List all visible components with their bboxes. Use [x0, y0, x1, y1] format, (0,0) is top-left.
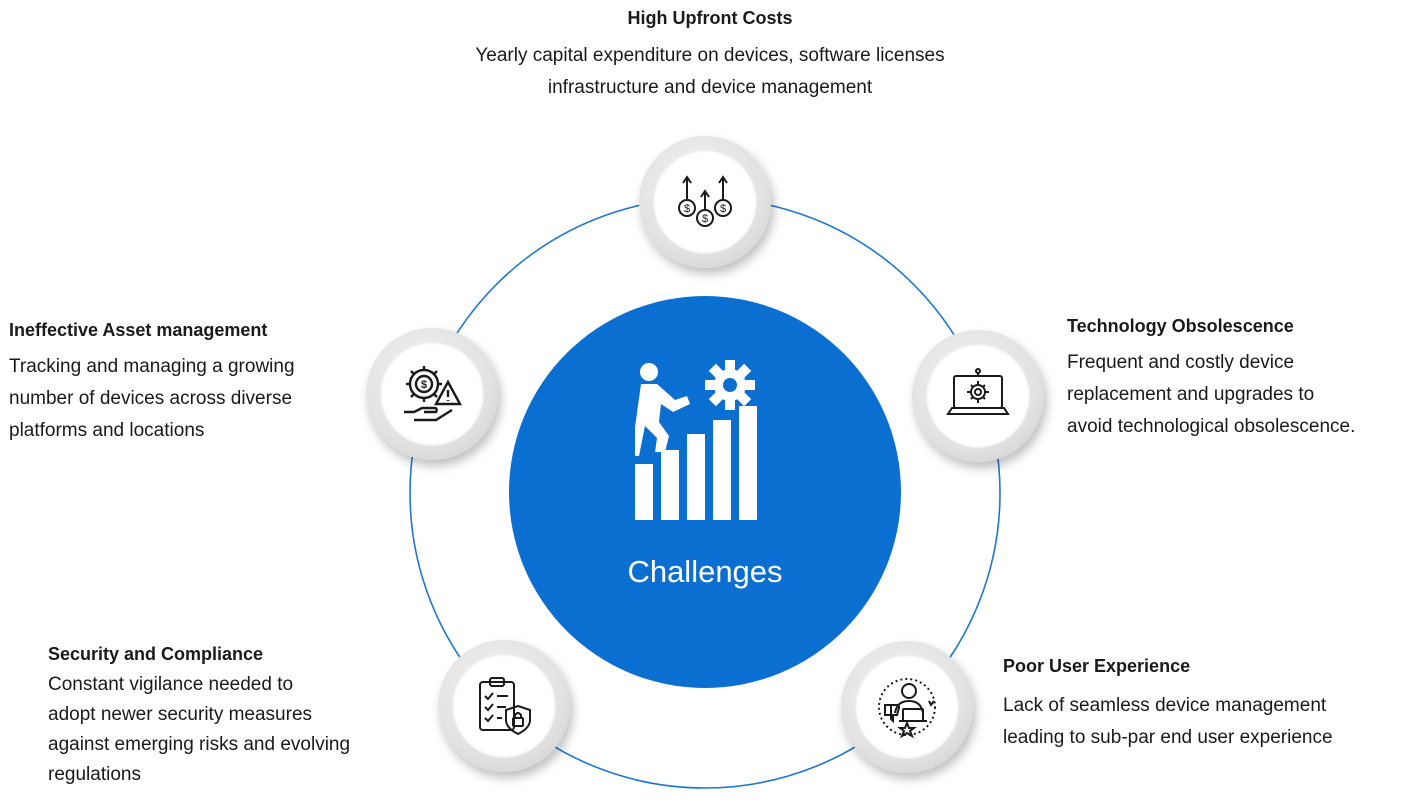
ux-desc-line: leading to sub-par end user experience	[1003, 727, 1333, 748]
obsolescence-desc-line: replacement and upgrades to	[1067, 384, 1315, 405]
costs-node: $ $ $	[639, 136, 771, 268]
security-desc-line: adopt newer security measures	[48, 704, 313, 725]
obsolescence-desc-line: Frequent and costly device	[1067, 352, 1295, 373]
obsolescence-title: Technology Obsolescence	[1067, 316, 1294, 336]
user-thumbs-down-star-icon	[878, 678, 936, 739]
climbing-steps-gear-icon	[635, 360, 757, 520]
costs-description: Yearly capital expenditure on devices, s…	[405, 40, 1015, 104]
asset-node: $	[366, 328, 498, 460]
security-desc-line: regulations	[48, 764, 141, 785]
asset-title: Ineffective Asset management	[9, 320, 268, 340]
ux-title: Poor User Experience	[1003, 656, 1191, 676]
obsolescence-description: Frequent and costly device replacement a…	[1067, 347, 1417, 443]
costs-title: High Upfront Costs	[627, 8, 793, 28]
checklist-shield-lock-icon	[479, 677, 531, 736]
svg-text:$: $	[720, 203, 726, 215]
security-desc-line: against emerging risks and evolving	[48, 734, 351, 755]
laptop-gear-icon	[946, 368, 1010, 415]
gear-dollar-warning-hand-icon: $	[404, 366, 463, 422]
security-block: Security and Compliance Constant vigilan…	[48, 642, 428, 790]
svg-text:$: $	[684, 203, 690, 215]
obsolescence-block: Technology Obsolescence Frequent and cos…	[1067, 314, 1417, 443]
security-node	[438, 640, 570, 772]
obsolescence-node	[912, 330, 1044, 462]
rising-dollar-coins-icon: $ $ $	[678, 175, 732, 227]
obsolescence-desc-line: avoid technological obsolescence.	[1067, 416, 1356, 437]
center-challenges-circle: Challenges	[509, 296, 901, 688]
ux-block: Poor User Experience Lack of seamless de…	[1003, 654, 1413, 754]
center-label: Challenges	[627, 554, 783, 589]
costs-block: High Upfront Costs Yearly capital expend…	[405, 6, 1015, 104]
costs-desc-line: Yearly capital expenditure on devices, s…	[475, 45, 945, 66]
security-title: Security and Compliance	[48, 644, 264, 664]
asset-description: Tracking and managing a growing number o…	[9, 351, 369, 447]
security-description: Constant vigilance needed to adopt newer…	[48, 670, 428, 790]
asset-desc-line: Tracking and managing a growing	[9, 356, 295, 377]
ux-description: Lack of seamless device management leadi…	[1003, 690, 1413, 754]
ux-node	[841, 641, 973, 773]
svg-text:$: $	[421, 379, 427, 391]
asset-desc-line: platforms and locations	[9, 420, 205, 441]
ux-desc-line: Lack of seamless device management	[1003, 695, 1327, 716]
asset-block: Ineffective Asset management Tracking an…	[9, 318, 369, 447]
asset-desc-line: number of devices across diverse	[9, 388, 293, 409]
costs-desc-line: infrastructure and device management	[547, 77, 873, 98]
svg-text:$: $	[702, 213, 708, 225]
security-desc-line: Constant vigilance needed to	[48, 674, 294, 695]
